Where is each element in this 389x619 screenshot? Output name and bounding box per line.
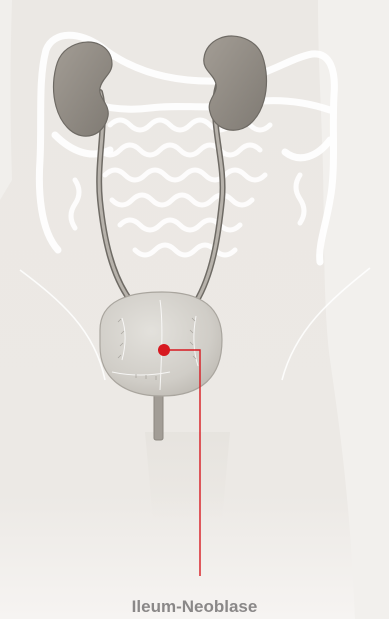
neobladder-label: Ileum-Neoblase [0, 597, 389, 617]
neobladder [100, 292, 222, 396]
body-left-edge [0, 0, 12, 200]
